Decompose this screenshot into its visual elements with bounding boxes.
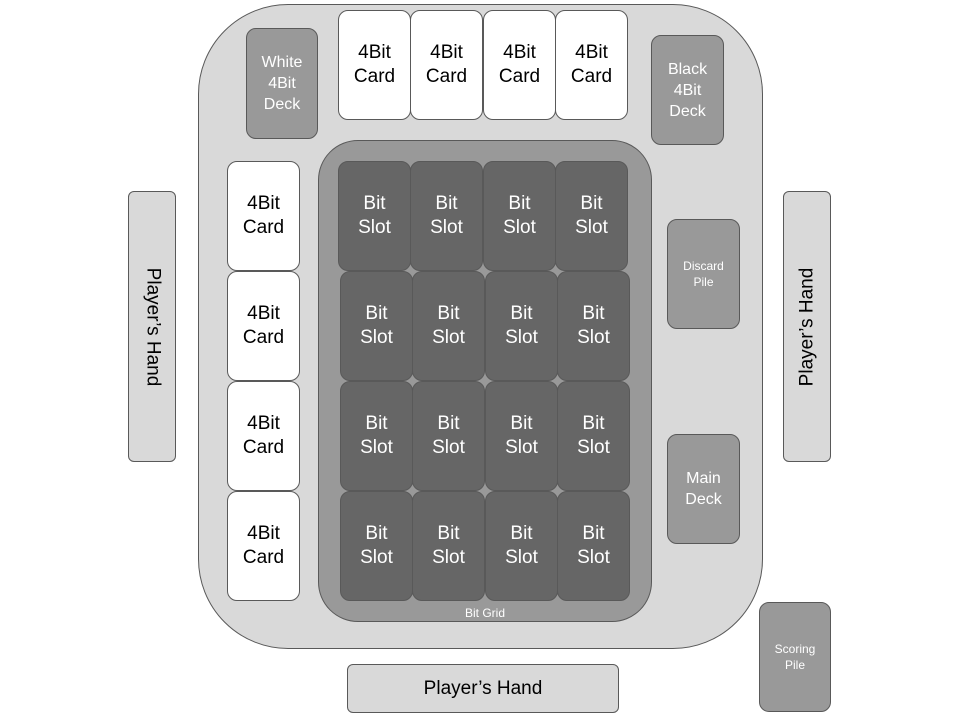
black-4bit-deck[interactable]: Black 4Bit Deck [651, 35, 724, 145]
bit-slot[interactable]: Bit Slot [410, 161, 483, 271]
bit-slot[interactable]: Bit Slot [340, 381, 413, 491]
scoring-pile[interactable]: Scoring Pile [759, 602, 831, 712]
bit-slot[interactable]: Bit Slot [557, 491, 630, 601]
bit-grid-label: Bit Grid [464, 606, 505, 620]
bit-slot[interactable]: Bit Slot [338, 161, 411, 271]
player-hand-bottom[interactable]: Player’s Hand [347, 664, 619, 713]
bit-slot[interactable]: Bit Slot [483, 161, 556, 271]
bit-slot[interactable]: Bit Slot [557, 271, 630, 381]
bit-slot[interactable]: Bit Slot [412, 381, 485, 491]
white-4bit-deck[interactable]: White 4Bit Deck [246, 28, 318, 139]
player-hand-right-label: Player’s Hand [796, 267, 818, 386]
bit-slot[interactable]: Bit Slot [557, 381, 630, 491]
bit-slot[interactable]: Bit Slot [485, 491, 558, 601]
bit-slot[interactable]: Bit Slot [412, 271, 485, 381]
top-4bit-card[interactable]: 4Bit Card [483, 10, 556, 120]
bit-slot[interactable]: Bit Slot [412, 491, 485, 601]
player-hand-left[interactable]: Player’s Hand [128, 191, 176, 462]
side-4bit-card[interactable]: 4Bit Card [227, 161, 300, 271]
bit-slot[interactable]: Bit Slot [340, 491, 413, 601]
top-4bit-card[interactable]: 4Bit Card [555, 10, 628, 120]
discard-pile[interactable]: Discard Pile [667, 219, 740, 329]
side-4bit-card[interactable]: 4Bit Card [227, 381, 300, 491]
bit-slot[interactable]: Bit Slot [340, 271, 413, 381]
bit-slot[interactable]: Bit Slot [485, 381, 558, 491]
player-hand-bottom-label: Player’s Hand [423, 677, 543, 699]
bit-slot[interactable]: Bit Slot [485, 271, 558, 381]
top-4bit-card[interactable]: 4Bit Card [410, 10, 483, 120]
top-4bit-card[interactable]: 4Bit Card [338, 10, 411, 120]
bit-slot[interactable]: Bit Slot [555, 161, 628, 271]
side-4bit-card[interactable]: 4Bit Card [227, 491, 300, 601]
player-hand-right[interactable]: Player’s Hand [783, 191, 831, 462]
side-4bit-card[interactable]: 4Bit Card [227, 271, 300, 381]
main-deck[interactable]: Main Deck [667, 434, 740, 544]
player-hand-left-label: Player’s Hand [142, 267, 164, 386]
